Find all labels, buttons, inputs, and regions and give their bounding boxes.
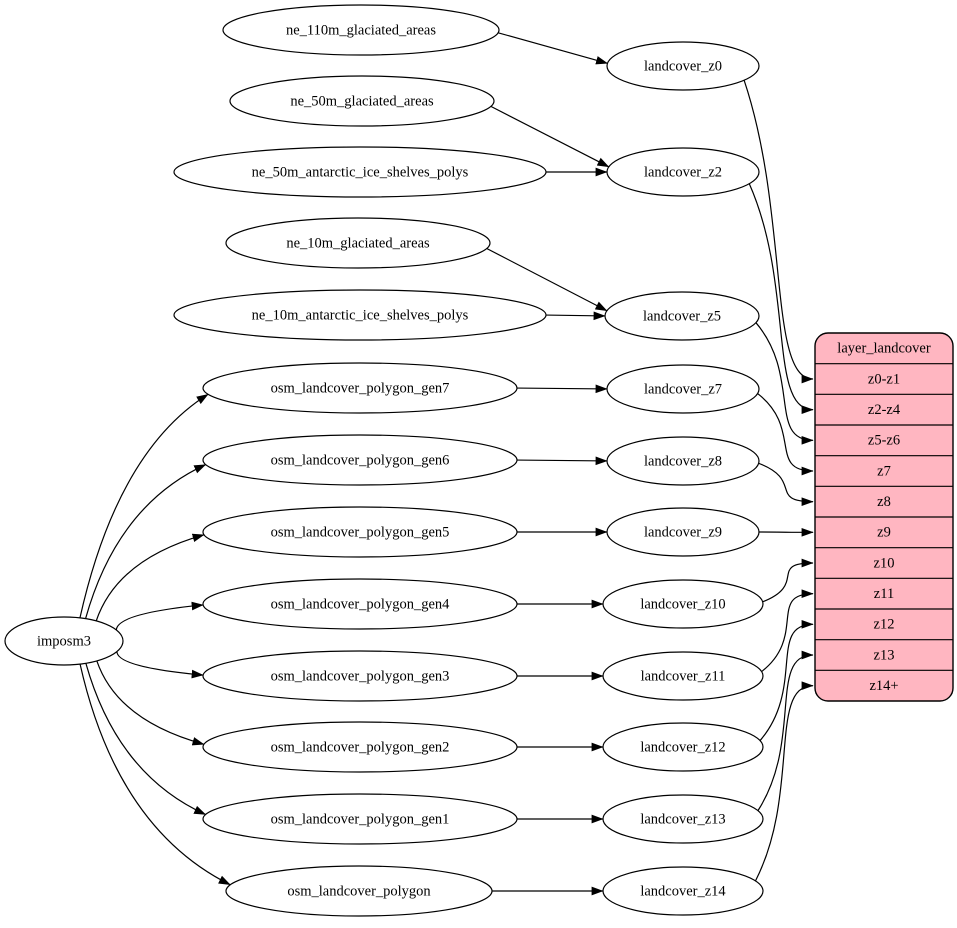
- edge-imposm3-to-osm_landcover_polygon_gen5: [96, 535, 204, 621]
- node-label: osm_landcover_polygon_gen7: [271, 380, 450, 396]
- node-landcover_z7: landcover_z7: [607, 365, 759, 413]
- record-row-z8: z8: [877, 494, 891, 510]
- record-layer_landcover: layer_landcover z0-z1 z2-z4 z5-z6 z7 z8 z9 z10 z…: [815, 333, 953, 701]
- node-osm_landcover_polygon_gen2: osm_landcover_polygon_gen2: [203, 722, 517, 772]
- node-osm_landcover_polygon_gen4: osm_landcover_polygon_gen4: [203, 579, 517, 629]
- edge-landcover_z12-to-row-z12: [760, 624, 813, 740]
- node-label: osm_landcover_polygon: [287, 883, 431, 899]
- node-label: osm_landcover_polygon_gen4: [271, 596, 451, 612]
- node-osm_landcover_polygon_gen7: osm_landcover_polygon_gen7: [203, 363, 517, 413]
- record-row-z2-z4: z2-z4: [868, 402, 901, 418]
- record-row-z13: z13: [874, 647, 895, 663]
- node-osm_landcover_polygon_gen1: osm_landcover_polygon_gen1: [203, 794, 517, 844]
- node-label: imposm3: [37, 633, 91, 649]
- edge-imposm3-to-osm_landcover_polygon_gen4: [116, 605, 203, 630]
- node-ne_50m_glaciated_areas: ne_50m_glaciated_areas: [230, 76, 494, 126]
- edge-imposm3-to-osm_landcover_polygon_gen3: [117, 652, 203, 675]
- record-row-z0-z1: z0-z1: [868, 371, 900, 387]
- node-landcover_z9: landcover_z9: [607, 508, 759, 556]
- node-landcover_z13: landcover_z13: [603, 795, 763, 843]
- record-row-z7: z7: [877, 463, 891, 479]
- node-label: landcover_z2: [644, 164, 722, 180]
- record-row-z9: z9: [877, 525, 891, 541]
- edge-landcover_z10-to-row-z10: [763, 563, 813, 602]
- node-landcover_z12: landcover_z12: [603, 723, 763, 771]
- node-landcover_z14: landcover_z14: [603, 867, 763, 915]
- node-label: landcover_z8: [644, 453, 722, 469]
- node-osm_landcover_polygon_gen3: osm_landcover_polygon_gen3: [203, 651, 517, 701]
- node-label: osm_landcover_polygon_gen3: [271, 668, 450, 684]
- node-label: ne_110m_glaciated_areas: [286, 22, 436, 38]
- node-ne_110m_glaciated_areas: ne_110m_glaciated_areas: [223, 5, 499, 55]
- node-label: ne_10m_antarctic_ice_shelves_polys: [252, 307, 469, 323]
- record-row-z5-z6: z5-z6: [868, 433, 900, 449]
- edge-landcover_z0-to-row-z0-z1: [744, 80, 813, 379]
- node-label: landcover_z13: [640, 811, 725, 827]
- node-osm_landcover_polygon: osm_landcover_polygon: [226, 866, 492, 916]
- node-imposm3: imposm3: [5, 617, 123, 665]
- record-row-z14+: z14+: [869, 678, 898, 694]
- node-label: landcover_z12: [640, 739, 725, 755]
- node-label: osm_landcover_polygon_gen2: [271, 739, 450, 755]
- node-label: landcover_z0: [644, 58, 722, 74]
- record-title: layer_landcover: [837, 341, 931, 357]
- node-label: landcover_z9: [644, 524, 722, 540]
- node-osm_landcover_polygon_gen6: osm_landcover_polygon_gen6: [203, 435, 517, 485]
- node-label: ne_10m_glaciated_areas: [286, 235, 430, 251]
- node-landcover_z8: landcover_z8: [607, 437, 759, 485]
- node-landcover_z2: landcover_z2: [607, 148, 759, 196]
- node-landcover_z11: landcover_z11: [603, 652, 763, 700]
- node-label: landcover_z14: [640, 883, 726, 899]
- node-layer: ne_110m_glaciated_areas ne_50m_glaciated_…: [5, 5, 763, 916]
- record-row-z11: z11: [874, 586, 894, 602]
- node-label: landcover_z7: [644, 381, 722, 397]
- node-label: osm_landcover_polygon_gen6: [271, 452, 450, 468]
- node-label: osm_landcover_polygon_gen5: [271, 524, 450, 540]
- edge-osm_landcover_polygon_gen7-to-landcover_z7: [517, 388, 607, 389]
- edge-ne_10m_antarctic_ice_shelves_polys-to-landcover_z5: [546, 315, 605, 316]
- node-landcover_z0: landcover_z0: [607, 42, 759, 90]
- edge-landcover_z5-to-row-z5-z6: [756, 323, 813, 441]
- edge-imposm3-to-osm_landcover_polygon: [80, 664, 230, 885]
- node-ne_50m_antarctic_ice_shelves_polys: ne_50m_antarctic_ice_shelves_polys: [174, 147, 546, 197]
- node-ne_10m_glaciated_areas: ne_10m_glaciated_areas: [226, 218, 490, 268]
- record-row-z10: z10: [874, 555, 895, 571]
- node-osm_landcover_polygon_gen5: osm_landcover_polygon_gen5: [203, 507, 517, 557]
- node-label: landcover_z10: [640, 596, 725, 612]
- node-label: landcover_z5: [643, 308, 721, 324]
- node-label: landcover_z11: [641, 668, 726, 684]
- edge-imposm3-to-osm_landcover_polygon_gen6: [86, 465, 206, 619]
- node-label: osm_landcover_polygon_gen1: [271, 811, 450, 827]
- edge-ne_110m_glaciated_areas-to-landcover_z0: [498, 33, 607, 64]
- edge-imposm3-to-osm_landcover_polygon_gen7: [80, 394, 208, 618]
- node-label: ne_50m_antarctic_ice_shelves_polys: [252, 164, 469, 180]
- node-landcover_z10: landcover_z10: [603, 580, 763, 628]
- node-landcover_z5: landcover_z5: [605, 292, 759, 340]
- node-label: ne_50m_glaciated_areas: [290, 93, 434, 109]
- edge-osm_landcover_polygon_gen6-to-landcover_z8: [517, 460, 607, 461]
- node-ne_10m_antarctic_ice_shelves_polys: ne_10m_antarctic_ice_shelves_polys: [174, 290, 546, 340]
- record-row-z12: z12: [874, 617, 895, 633]
- edge-landcover_z8-to-row-z8: [759, 463, 813, 501]
